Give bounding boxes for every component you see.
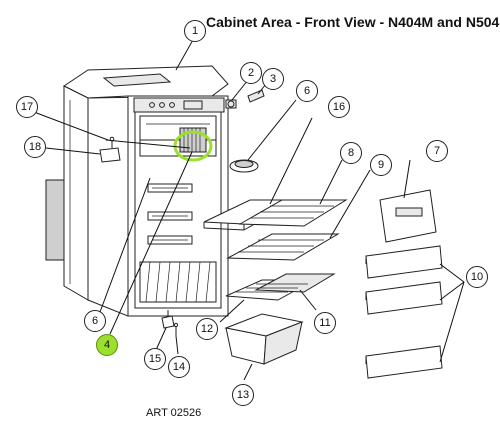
- part-8-wire-shelf: [238, 199, 348, 227]
- callout-10: 10: [466, 266, 488, 288]
- callout-7: 7: [426, 140, 448, 162]
- part-2-knob: [225, 99, 237, 109]
- callout-6-right: 6: [296, 80, 318, 102]
- bottom-grille: [139, 261, 217, 303]
- part-7-door-panel: [379, 189, 437, 243]
- part-14-screw: [173, 322, 179, 336]
- part-15-hinge: [161, 310, 175, 329]
- callout-4: 4: [96, 334, 118, 356]
- art-number: ART 02526: [146, 407, 202, 419]
- part-9-wire-shelf: [226, 233, 340, 261]
- part-6-fan-wheel: [229, 159, 259, 173]
- part-10-door-bin-middle: [365, 281, 443, 315]
- cabinet-body: [45, 65, 229, 317]
- callout-18: 18: [24, 136, 46, 158]
- part-10-door-bin-bottom: [365, 345, 443, 379]
- part-13-crisper-bin: [224, 313, 304, 365]
- callout-8: 8: [340, 142, 362, 164]
- part-3-clip: [247, 89, 265, 103]
- callout-16: 16: [328, 96, 350, 118]
- leader-lines: [33, 37, 465, 381]
- part-12-crisper-cover: [225, 273, 336, 301]
- callout-2: 2: [240, 62, 262, 84]
- callout-15: 15: [144, 348, 166, 370]
- callout-13: 13: [232, 384, 254, 406]
- diagram-title: Cabinet Area - Front View - N404M and N5…: [206, 14, 500, 30]
- highlight-ring: [173, 130, 213, 162]
- callout-17: 17: [16, 96, 38, 118]
- part-18-bracket: [99, 147, 121, 163]
- callout-12: 12: [196, 318, 218, 340]
- callout-11: 11: [314, 312, 336, 334]
- part-17-screw: [109, 136, 115, 148]
- callout-6-left: 6: [84, 310, 106, 332]
- callout-3: 3: [262, 68, 284, 90]
- callout-1: 1: [184, 20, 206, 42]
- callout-14: 14: [168, 356, 190, 378]
- part-10-door-bin-top: [365, 245, 443, 279]
- callout-9: 9: [370, 154, 392, 176]
